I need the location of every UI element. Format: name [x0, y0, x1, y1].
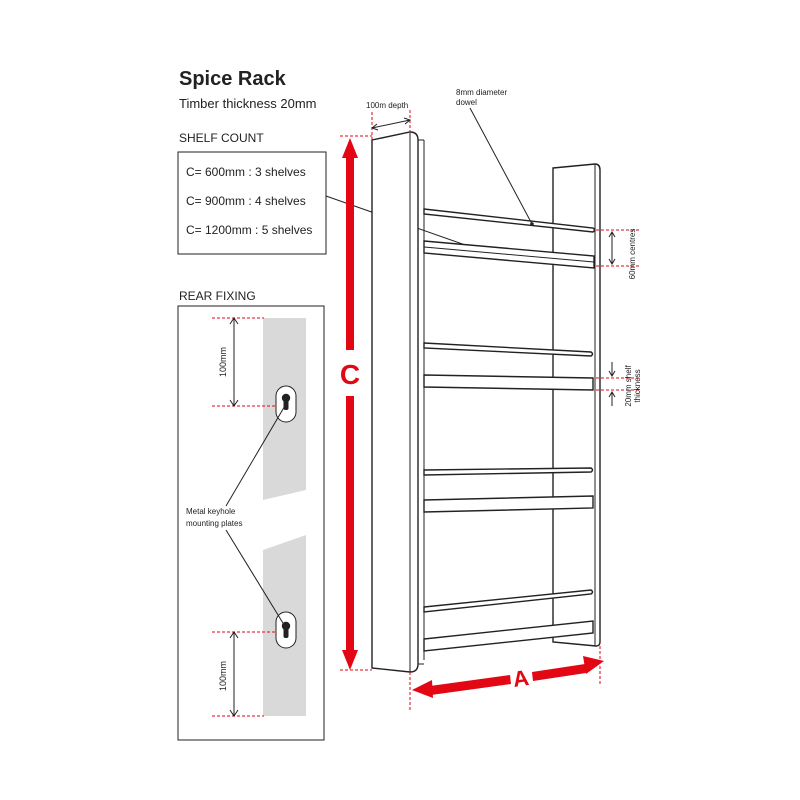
dowel-1	[423, 208, 596, 233]
bottom-fix-dim-arrowheads	[229, 631, 239, 717]
height-arrowhead-bottom	[342, 650, 358, 670]
thickness-arrowhead-top	[608, 370, 616, 377]
dowel-leader-dot	[530, 222, 534, 226]
width-letter: A	[511, 665, 530, 692]
height-arrowhead-top	[342, 138, 358, 158]
bottom-fix-dim-label: 100mm	[218, 661, 228, 691]
thickness-label-line2: thickness	[633, 369, 642, 402]
centres-arrowheads	[608, 231, 616, 265]
thickness-label-line1: 20mm shelf	[624, 365, 633, 407]
keyhole-label-line2: mounting plates	[186, 519, 242, 528]
right-side-panel	[552, 163, 601, 647]
top-fix-dim-label: 100mm	[218, 347, 228, 377]
shelf-base-2	[423, 374, 594, 391]
top-fix-dim-arrowheads	[229, 317, 239, 407]
depth-dim-arrowheads	[370, 117, 412, 131]
height-letter: C	[340, 359, 360, 390]
page-subtitle: Timber thickness 20mm	[179, 96, 317, 111]
left-side-panel	[371, 131, 425, 673]
keyhole-plate-bottom	[275, 611, 297, 649]
keyhole-leader-top	[225, 403, 287, 507]
dowel-4	[423, 589, 594, 613]
dowel-2	[423, 342, 594, 357]
page-title: Spice Rack	[179, 68, 287, 90]
shelf-count-row-1200: C= 1200mm : 5 shelves	[186, 223, 312, 237]
dowel-3	[423, 467, 594, 476]
shelf-count-row-900: C= 900mm : 4 shelves	[186, 194, 306, 208]
rear-fixing-heading: REAR FIXING	[179, 289, 256, 303]
width-arrow	[412, 656, 604, 698]
dowel-label-line1: 8mm diameter	[456, 88, 507, 97]
shelf-base-4	[423, 620, 594, 652]
shelf-count-box	[177, 151, 327, 255]
keyhole-label-line1: Metal keyhole	[186, 507, 236, 516]
shelf-count-heading: SHELF COUNT	[179, 131, 264, 145]
keyhole-leader-bottom	[225, 529, 287, 629]
depth-label: 100m depth	[366, 101, 408, 110]
dowel-label-line2: dowel	[456, 98, 477, 107]
centres-label: 60mm centres	[628, 229, 637, 280]
depth-dim-line	[371, 119, 411, 129]
shelf-count-row-600: C= 600mm : 3 shelves	[186, 165, 306, 179]
height-arrow-lower	[346, 396, 354, 652]
dowel-leader-line	[469, 107, 533, 225]
height-arrow-upper	[346, 156, 354, 350]
thickness-arrowhead-bottom	[608, 391, 616, 398]
